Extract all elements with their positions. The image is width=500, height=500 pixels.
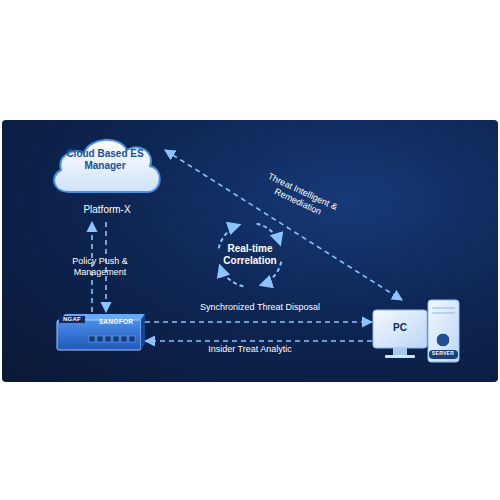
cycle-arrow	[220, 265, 244, 286]
cycle-arrow	[257, 224, 281, 245]
device-tag: NGAF	[59, 316, 85, 323]
device-port	[89, 336, 95, 342]
connector-label: Threat Intelligent & Remediation	[250, 166, 350, 229]
cloud-title: Cloud Based ES Manager	[65, 148, 145, 171]
dashed-connector	[91, 222, 93, 312]
device-port	[113, 336, 119, 342]
device-port	[121, 336, 127, 342]
dashed-connector	[105, 222, 107, 312]
monitor	[373, 310, 427, 348]
dashed-connector	[145, 340, 372, 342]
correlation-circle: Real-time Correlation	[205, 215, 295, 295]
screen-label: PC	[378, 322, 422, 334]
connector-label: Synchronized Threat Disposal	[170, 302, 350, 313]
dashed-connector	[165, 150, 402, 300]
cloud-manager: Cloud Based ES ManagerPlatform-X	[45, 132, 165, 222]
cloud-shape	[54, 140, 160, 192]
monitor-stand	[393, 348, 407, 355]
badge-pill	[429, 350, 458, 359]
device-port	[129, 336, 135, 342]
connector-label: Policy Push & Management	[56, 256, 144, 279]
tower-slot	[432, 313, 455, 314]
monitor-base	[385, 355, 415, 358]
correlation-label: Real-time Correlation	[217, 243, 283, 266]
platform-name: Platform-X	[47, 204, 167, 216]
firewall-device: SANGFOR NGAF	[55, 312, 145, 352]
server-tower	[428, 300, 459, 362]
shield-icon	[436, 333, 450, 347]
dashed-connector	[145, 321, 372, 323]
connector-label: Insider Treat Analytic	[170, 344, 330, 355]
device-port	[97, 336, 103, 342]
device-side	[141, 314, 145, 350]
brand-logo: SANGFOR	[91, 318, 141, 325]
server-badge: SERVER	[428, 351, 458, 357]
pc-server: PC SERVER	[372, 300, 460, 362]
tower-slot	[432, 308, 455, 309]
device-port	[105, 336, 111, 342]
